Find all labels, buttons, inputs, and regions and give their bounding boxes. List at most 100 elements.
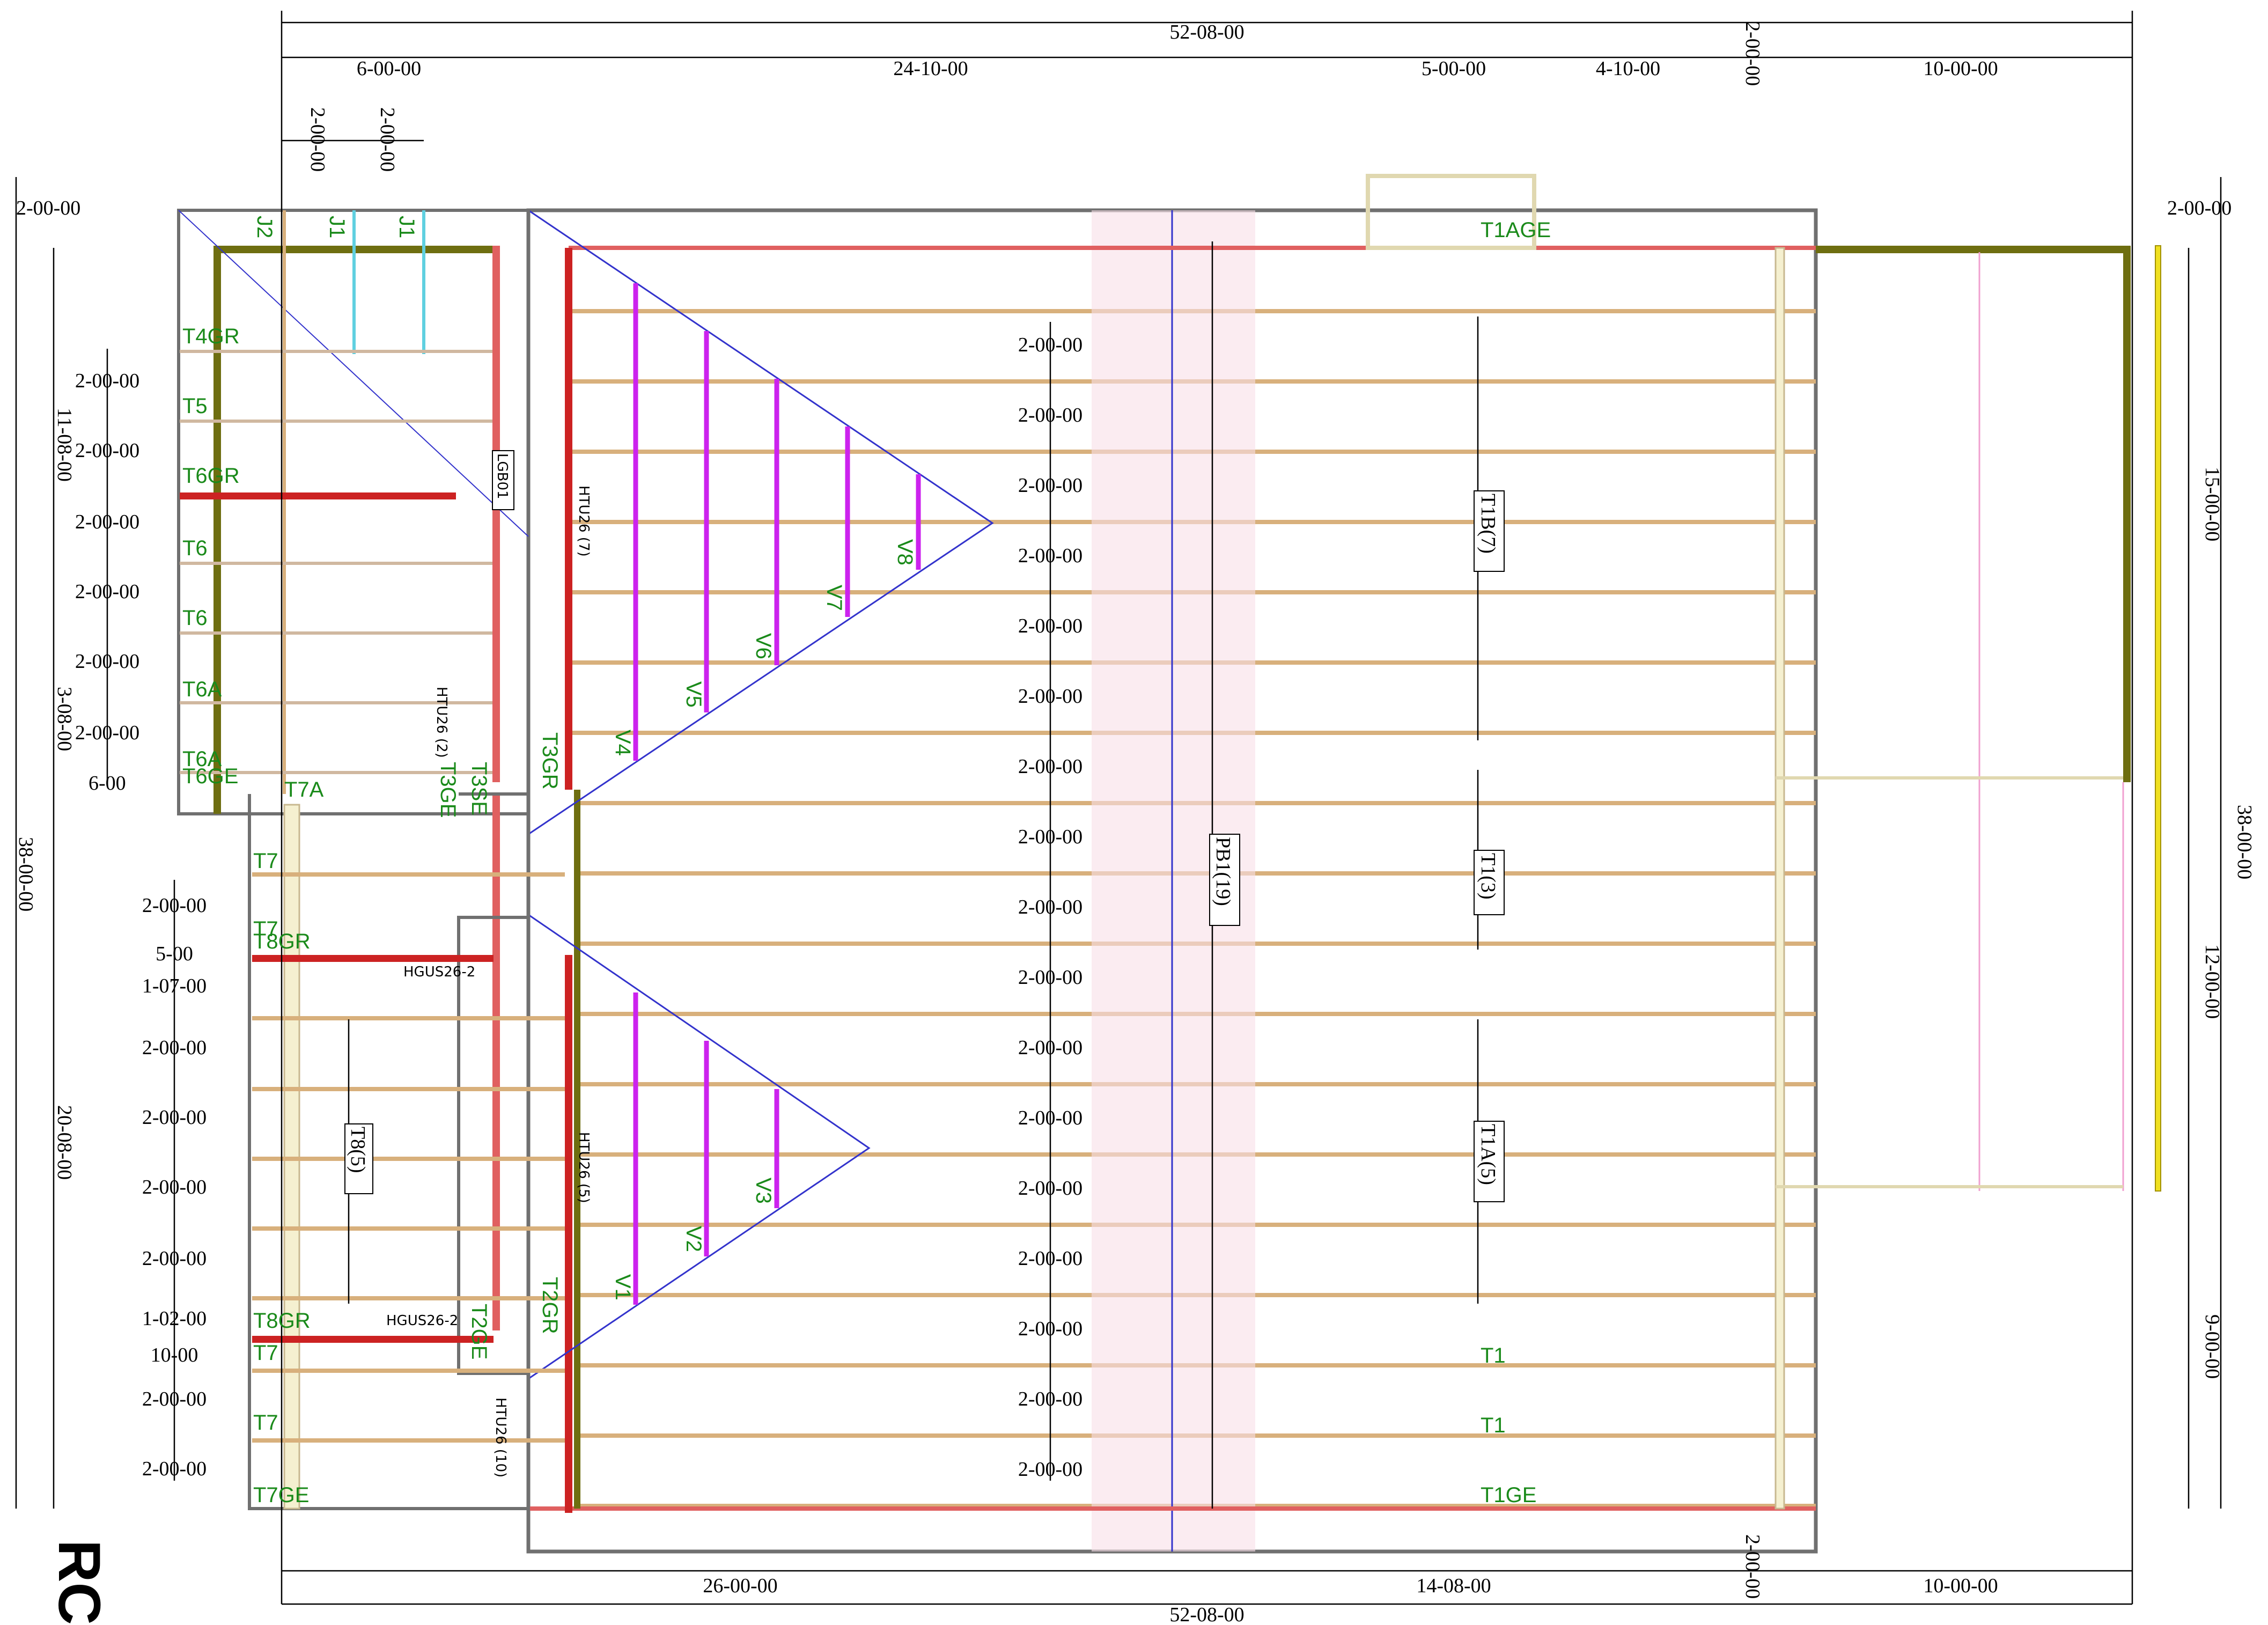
girder-T6GR	[180, 492, 456, 499]
dim-center-spacing-8: 2-00-00	[1018, 826, 1083, 848]
dim-left-lower-spacing-8: 1-02-00	[142, 1307, 207, 1330]
svg-text:LGB01: LGB01	[494, 453, 510, 499]
truss-label-T6A-b: T6A	[182, 747, 222, 771]
hanger-label-2: HTU26 (2)	[433, 687, 450, 758]
dim-right-top-offset: 2-00-00	[2167, 197, 2232, 219]
dim-left-lower-spacing-2: 5-00	[156, 943, 193, 965]
callout-T1B-7: T1B(7)	[1474, 490, 1505, 572]
truss-label-T2GR: T2GR	[538, 1277, 562, 1334]
truss-label-T7A: T7A	[284, 778, 324, 802]
truss-label-T8GR-a: T8GR	[253, 930, 311, 953]
dim-left-upper-spacing-3: 2-00-00	[75, 511, 139, 533]
dim-left-lower-spacing-5: 2-00-00	[142, 1106, 207, 1129]
dim-top-seg-6: 10-00-00	[1923, 57, 1998, 80]
truss-label-T6A-a: T6A	[182, 678, 222, 701]
truss-label-J1-a: J1	[325, 216, 349, 238]
dim-bottom-seg-1: 26-00-00	[703, 1575, 777, 1597]
right-wing	[1776, 245, 2161, 1192]
truss-label-J2: J2	[253, 216, 276, 238]
valley-upper	[528, 209, 994, 835]
truss-label-T3GE: T3GE	[436, 762, 460, 818]
dim-right-seg-1: 15-00-00	[2201, 467, 2223, 541]
truss-label-T8GR-b: T8GR	[253, 1309, 311, 1333]
top-bump-out	[1366, 174, 1536, 250]
dim-left-upper: 11-08-00	[53, 408, 76, 482]
truss-label-T3GR: T3GR	[538, 732, 562, 790]
svg-text:PB1(19): PB1(19)	[1212, 837, 1234, 906]
truss-label-J1-b: J1	[395, 216, 418, 238]
valley-label-V6: V6	[752, 633, 775, 659]
hanger-label-5: HGUS26-2	[386, 1313, 458, 1329]
dim-center-spacing-6: 2-00-00	[1018, 685, 1083, 708]
left-upper-wing	[177, 209, 530, 815]
svg-text:T1(3): T1(3)	[1477, 853, 1499, 900]
dim-bottom-seg-4: 10-00-00	[1923, 1575, 1998, 1597]
girder-T8GR-lower	[252, 1336, 494, 1343]
hanger-label-3: HGUS26-2	[403, 964, 475, 980]
dim-center-spacing-4: 2-00-00	[1018, 545, 1083, 567]
dim-left-lower: 20-08-00	[53, 1105, 76, 1180]
dim-right-seg-2: 12-00-00	[2201, 944, 2223, 1019]
dim-left-lower-spacing-3: 1-07-00	[142, 975, 207, 997]
dim-right-seg-3: 9-00-00	[2201, 1314, 2223, 1379]
truss-label-T6GR: T6GR	[182, 464, 240, 488]
truss-label-T7-b: T7	[253, 917, 278, 941]
sheet-title: RC	[46, 1540, 112, 1625]
svg-text:T8(5): T8(5)	[347, 1127, 369, 1173]
dim-top-small-2: 2-00-00	[376, 107, 399, 172]
valley-label-V8: V8	[893, 539, 917, 565]
dim-left-lower-spacing-10: 2-00-00	[142, 1388, 207, 1410]
dim-top-seg-5: 2-00-00	[1741, 21, 1764, 86]
truss-label-T4GR: T4GR	[182, 325, 240, 348]
truss-label-T5: T5	[182, 394, 208, 418]
truss-label-T6GE: T6GE	[182, 764, 238, 788]
dim-left-step: 6-00	[89, 772, 126, 795]
dim-center-spacing-17: 2-00-00	[1018, 1458, 1083, 1481]
callout-T1-3: T1(3)	[1474, 850, 1505, 915]
dim-center-spacing-5: 2-00-00	[1018, 615, 1083, 637]
dim-left-top-offset: 2-00-00	[16, 197, 80, 219]
dim-center-spacing-16: 2-00-00	[1018, 1388, 1083, 1410]
valley-label-V7: V7	[822, 585, 846, 611]
dim-center-spacing-1: 2-00-00	[1018, 334, 1083, 356]
dim-center-spacing-3: 2-00-00	[1018, 474, 1083, 497]
callout-LGB01: LGB01	[492, 450, 514, 510]
dim-top-seg-2: 24-10-00	[893, 57, 968, 80]
truss-label-T1-a: T1	[1481, 1344, 1506, 1367]
dim-center-spacing-7: 2-00-00	[1018, 755, 1083, 778]
dim-top-small-1: 2-00-00	[306, 107, 329, 172]
girder-lower	[565, 955, 572, 1513]
dim-left-lower-spacing-4: 2-00-00	[142, 1036, 207, 1059]
truss-label-T7-d: T7	[253, 1411, 278, 1435]
truss-label-T6-b: T6	[182, 606, 208, 630]
left-lower-truss-lines	[252, 872, 565, 1443]
dim-left-upper-spacing-6: 2-00-00	[75, 722, 139, 744]
valley-label-V3: V3	[752, 1178, 775, 1204]
truss-label-T1AGE: T1AGE	[1481, 218, 1551, 242]
dim-left-upper-spacing-4: 2-00-00	[75, 580, 139, 603]
dim-center-spacing-14: 2-00-00	[1018, 1247, 1083, 1270]
dim-bottom-seg-3: 2-00-00	[1741, 1534, 1764, 1599]
svg-text:T1B(7): T1B(7)	[1477, 494, 1499, 554]
truss-label-T2GE: T2GE	[467, 1304, 491, 1359]
truss-label-T7-c: T7	[253, 1341, 278, 1365]
dim-left-upper-spacing-5: 2-00-00	[75, 650, 139, 673]
dim-center-spacing-9: 2-00-00	[1018, 896, 1083, 918]
truss-label-T7-a: T7	[253, 849, 278, 873]
left-lower-wing	[248, 792, 530, 1552]
truss-label-T6-a: T6	[182, 536, 208, 560]
dim-center-spacing-13: 2-00-00	[1018, 1177, 1083, 1200]
dim-center-spacing-15: 2-00-00	[1018, 1318, 1083, 1340]
dim-left-outer: 38-00-00	[14, 837, 37, 911]
valley-lower	[528, 914, 871, 1380]
dim-center-spacing-2: 2-00-00	[1018, 404, 1083, 427]
girder-T8GR-upper	[252, 955, 494, 962]
callout-T1A-5: T1A(5)	[1474, 1121, 1505, 1202]
dim-left-lower-spacing-11: 2-00-00	[142, 1458, 207, 1480]
dim-top-seg-1: 6-00-00	[357, 57, 421, 80]
dim-left-lower-spacing-1: 2-00-00	[142, 894, 207, 917]
dim-left-lower-spacing-7: 2-00-00	[142, 1247, 207, 1270]
svg-text:T1A(5): T1A(5)	[1477, 1124, 1499, 1185]
valley-label-V2: V2	[682, 1226, 705, 1252]
